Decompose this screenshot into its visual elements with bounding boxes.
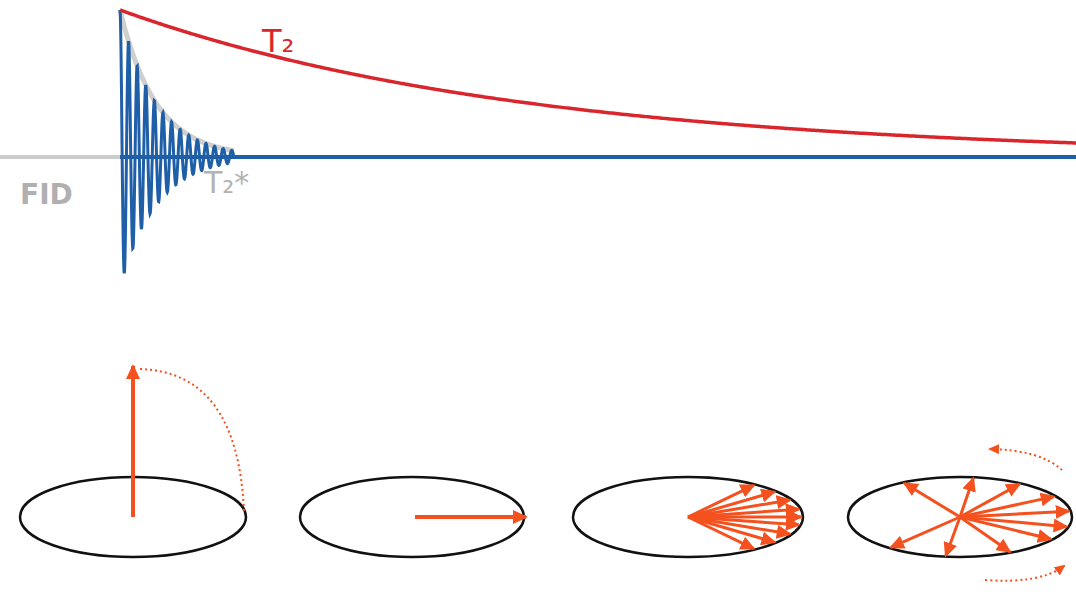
t2-decay-curve: [120, 10, 1076, 143]
magnetization-arrow: [960, 511, 1069, 517]
magnetization-arrow: [891, 517, 960, 547]
baseline: [0, 155, 120, 159]
magnetization-arrow: [415, 515, 526, 519]
t2-label: T₂: [262, 24, 294, 59]
magnetization-arrow: [688, 517, 754, 549]
magnetization-arrow: [960, 484, 1019, 517]
signal-plot: [0, 10, 1076, 273]
flip-path: [140, 369, 244, 512]
magnetization-arrow: [131, 366, 135, 517]
transverse-plane: [573, 477, 803, 557]
magnetization-vectors: [20, 366, 1072, 581]
baseline: [120, 155, 1076, 159]
transverse-plane: [848, 477, 1072, 557]
fid-label: FID: [20, 180, 73, 211]
magnetization-arrow: [904, 483, 960, 517]
fid-wave: [120, 10, 234, 273]
dephasing-arc: [985, 566, 1064, 581]
magnetization-arrow: [960, 517, 1010, 552]
t2star-label: T₂*: [204, 166, 249, 199]
dephasing-arc: [990, 449, 1062, 470]
